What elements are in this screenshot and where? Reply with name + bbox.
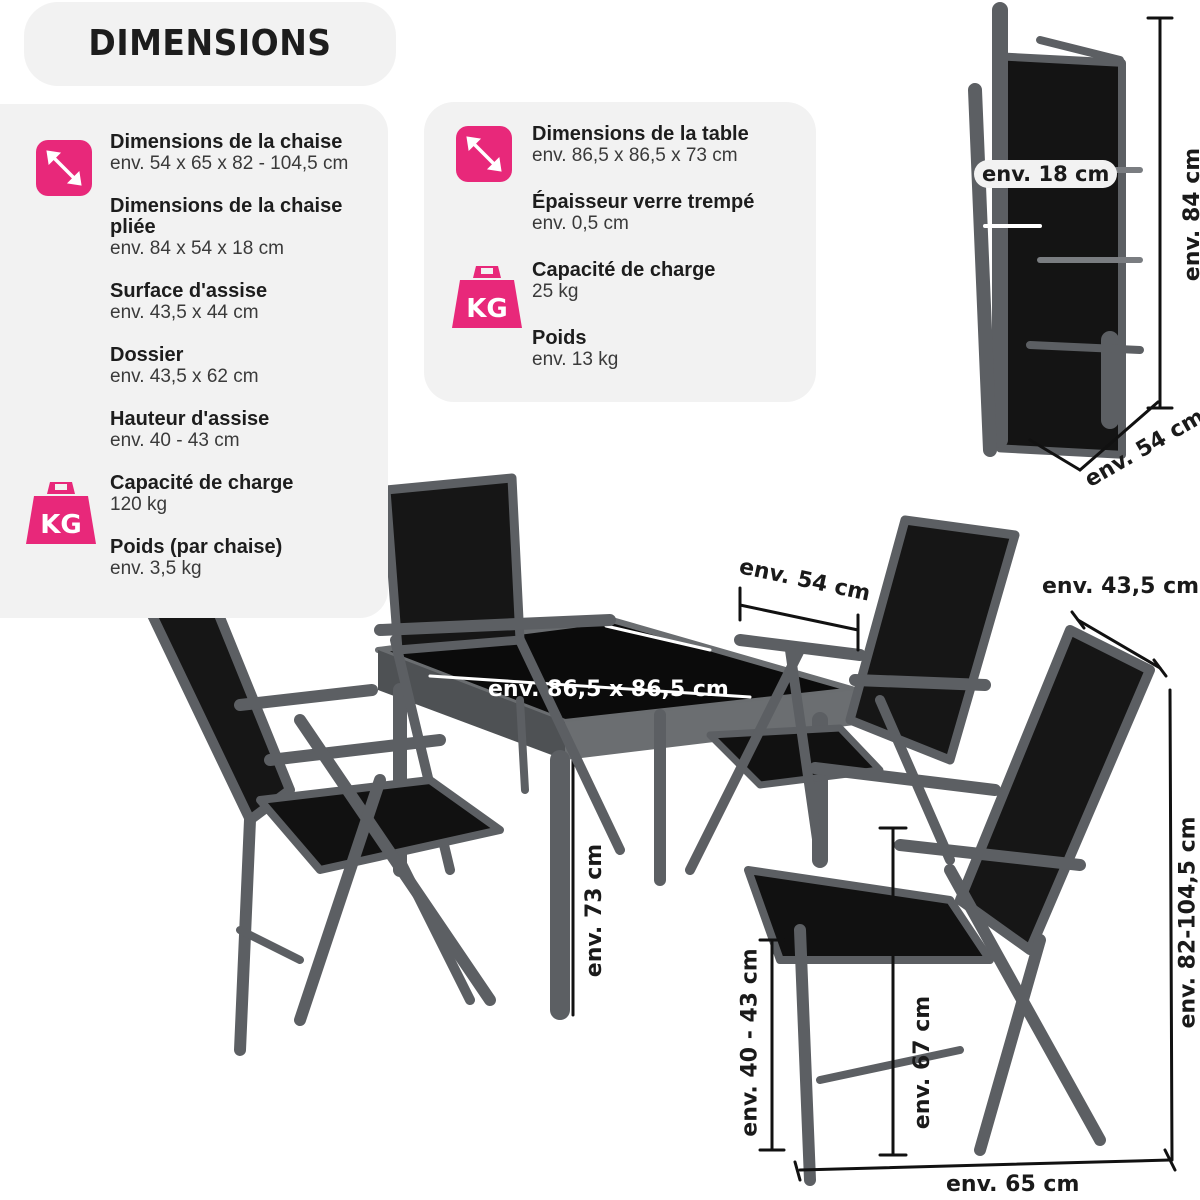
- spec-chair-load: Capacité de charge 120 kg: [110, 472, 294, 516]
- chair-right-back: [685, 515, 1020, 875]
- spec-table-load: Capacité de charge 25 kg: [532, 259, 716, 303]
- label-backrest-width: env. 43,5 cm: [1042, 574, 1200, 599]
- folded-chair: [968, 2, 1144, 459]
- chair-specs-panel: KG Dimensions de la chaise env. 54 x 65 …: [0, 104, 388, 618]
- spec-chair-dimensions: Dimensions de la chaise env. 54 x 65 x 8…: [110, 131, 349, 175]
- diagonal-arrow-icon: [36, 140, 92, 196]
- label-chair-height: env. 82-104,5 cm: [1175, 816, 1200, 1029]
- spec-seat-surface: Surface d'assise env. 43,5 x 44 cm: [110, 280, 268, 324]
- label-seat-height: env. 40 - 43 cm: [737, 948, 763, 1137]
- label-table-top: env. 86,5 x 86,5 cm: [488, 677, 729, 702]
- label-folded-depth: env. 18 cm: [974, 160, 1118, 188]
- diagonal-arrow-icon: [456, 126, 512, 182]
- spec-glass-thickness: Épaisseur verre trempé env. 0,5 cm: [532, 191, 755, 235]
- title-pill: DIMENSIONS: [24, 2, 396, 86]
- spec-table-weight: Poids env. 13 kg: [532, 327, 619, 371]
- svg-text:KG: KG: [466, 294, 508, 324]
- table-specs-panel: KG Dimensions de la table env. 86,5 x 86…: [424, 102, 816, 402]
- svg-text:KG: KG: [40, 510, 82, 540]
- label-folded-height: env. 84 cm: [1180, 147, 1200, 282]
- kg-weight-icon: KG: [26, 478, 96, 546]
- spec-folded-dimensions: Dimensions de la chaise pliée env. 84 x …: [110, 195, 343, 260]
- spec-table-dimensions: Dimensions de la table env. 86,5 x 86,5 …: [532, 123, 749, 167]
- label-armrest-height: env. 67 cm: [910, 995, 936, 1130]
- spec-seat-height: Hauteur d'assise env. 40 - 43 cm: [110, 408, 270, 452]
- label-chair-depth: env. 65 cm: [946, 1172, 1080, 1197]
- spec-chair-weight: Poids (par chaise) env. 3,5 kg: [110, 536, 283, 580]
- page-title: DIMENSIONS: [88, 21, 332, 64]
- spec-backrest: Dossier env. 43,5 x 62 cm: [110, 344, 259, 388]
- chair-back: [374, 473, 625, 875]
- kg-weight-icon: KG: [452, 262, 522, 330]
- chair-front-right: [744, 625, 1155, 1186]
- label-table-height: env. 73 cm: [582, 843, 608, 978]
